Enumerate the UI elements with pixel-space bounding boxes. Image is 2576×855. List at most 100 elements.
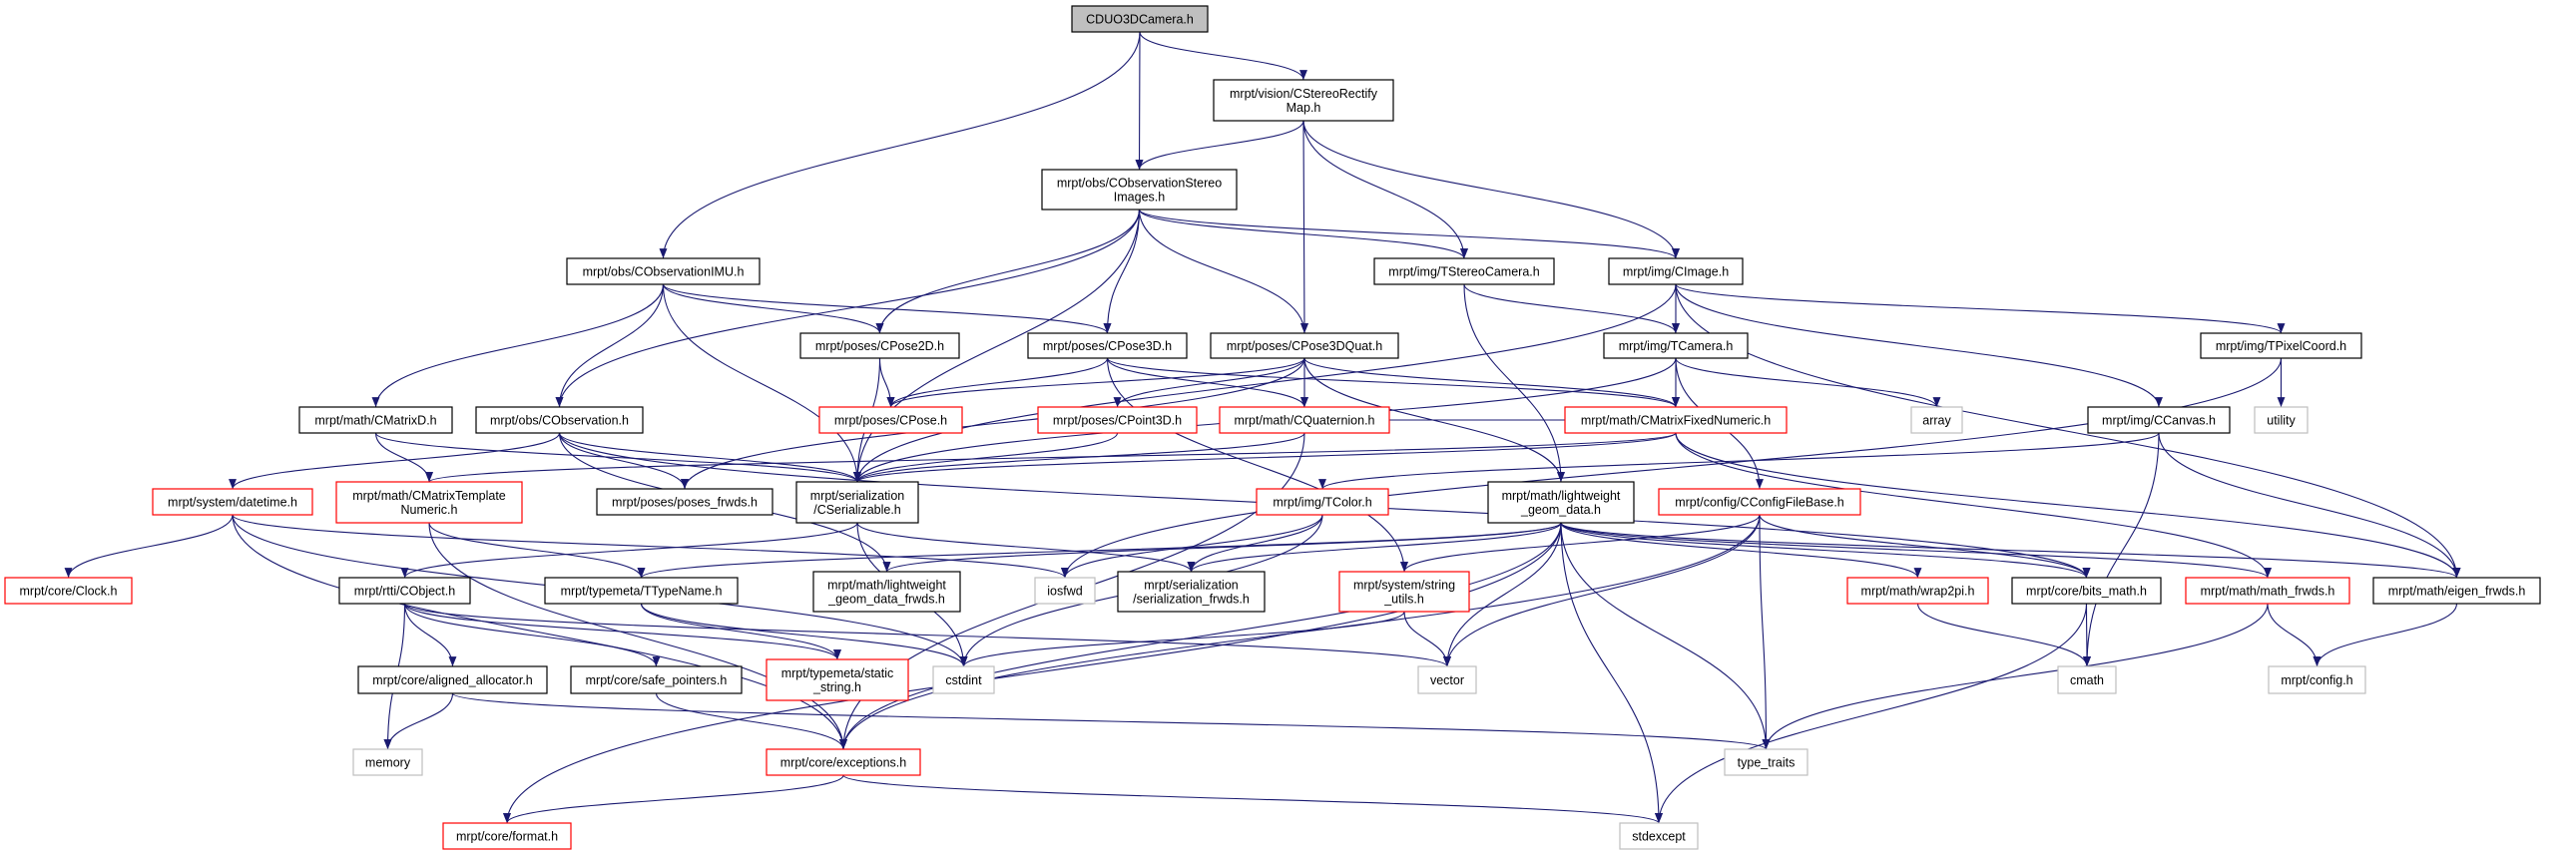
node-posesFrwds[interactable]: mrpt/poses/poses_frwds.h <box>596 488 773 516</box>
node-tStereoCam[interactable]: mrpt/img/TStereoCamera.h <box>1373 257 1555 285</box>
node-label: mrpt/math/wrap2pi.h <box>1861 585 1975 599</box>
node-utility[interactable]: utility <box>2254 406 2309 434</box>
node-cmath[interactable]: cmath <box>2057 665 2117 694</box>
edge-cPose3D-to-cPose <box>886 357 1109 408</box>
node-label: mrpt/obs/CObservationStereo <box>1057 177 1222 191</box>
edge-obsStereo-to-cPose3DQuat <box>1138 209 1308 334</box>
edge-exceptions-to-format <box>503 774 844 824</box>
nodes-layer: CDUO3DCamera.h mrpt/vision/CStereoRectify… <box>4 5 2541 850</box>
node-cMatrixD[interactable]: mrpt/math/CMatrixD.h <box>298 406 453 434</box>
node-cPose[interactable]: mrpt/poses/CPose.h <box>818 406 963 434</box>
edge-obsStereo-to-cObservation <box>555 209 1141 408</box>
node-alignedAlloc[interactable]: mrpt/core/aligned_allocator.h <box>357 665 548 694</box>
node-label: Numeric.h <box>401 503 458 517</box>
node-mathFrwds[interactable]: mrpt/math/math_frwds.h <box>2185 577 2350 605</box>
edge-obsStereo-to-cPose2D <box>875 209 1141 334</box>
node-box <box>2268 665 2366 694</box>
node-cQuaternion[interactable]: mrpt/math/CQuaternion.h <box>1219 406 1390 434</box>
edge-tCamera-to-array <box>1675 357 1941 408</box>
node-tTypeName[interactable]: mrpt/typemeta/TTypeName.h <box>544 577 739 605</box>
node-exceptions[interactable]: mrpt/core/exceptions.h <box>766 748 921 776</box>
node-label: memory <box>365 756 411 770</box>
node-wrap2pi[interactable]: mrpt/math/wrap2pi.h <box>1846 577 1989 605</box>
edge-safePointers-to-exceptions <box>655 692 847 750</box>
edge-lwGeom-to-format <box>503 522 1562 824</box>
edge-cMatTemplate-to-exceptions <box>428 522 847 750</box>
node-vector[interactable]: vector <box>1417 665 1477 694</box>
node-cObservation[interactable]: mrpt/obs/CObservation.h <box>475 406 644 434</box>
node-typeTraits[interactable]: type_traits <box>1724 748 1808 776</box>
node-cstdint[interactable]: cstdint <box>932 665 995 694</box>
edge-cPose3DQuat-to-cMatFixed <box>1303 357 1680 408</box>
edge-cPose2D-to-cPose <box>878 357 895 408</box>
node-cObject[interactable]: mrpt/rtti/CObject.h <box>338 577 471 605</box>
node-staticString[interactable]: mrpt/typemeta/static_string.h <box>766 658 909 701</box>
node-cPoint3D[interactable]: mrpt/poses/CPoint3D.h <box>1037 406 1198 434</box>
node-lwGeom[interactable]: mrpt/math/lightweight_geom_data.h <box>1487 481 1635 524</box>
node-tPixelCoord[interactable]: mrpt/img/TPixelCoord.h <box>2200 332 2362 359</box>
node-serFrwds[interactable]: mrpt/serialization/serialization_frwds.h <box>1117 571 1266 613</box>
node-box <box>1910 406 1963 434</box>
edge-tStereoCam-to-lwGeom <box>1463 283 1565 483</box>
node-obsIMU[interactable]: mrpt/obs/CObservationIMU.h <box>566 257 761 285</box>
node-label: /serialization_frwds.h <box>1133 593 1250 607</box>
edge-cObject-to-safePointers <box>403 603 661 667</box>
node-bitsMath[interactable]: mrpt/core/bits_math.h <box>2011 577 2162 605</box>
node-box <box>2011 577 2162 605</box>
node-label: cmath <box>2070 673 2104 687</box>
node-label: mrpt/img/TStereoCamera.h <box>1388 265 1539 279</box>
edge-lwGeom-to-bitsMath <box>1560 522 2091 579</box>
node-array[interactable]: array <box>1910 406 1963 434</box>
edge-cCanvas-to-eigenFrwds <box>2158 432 2461 579</box>
node-cMatFixed[interactable]: mrpt/math/CMatrixFixedNumeric.h <box>1564 406 1788 434</box>
edge-cPoint3D-to-cSerializable <box>853 432 1119 483</box>
node-box <box>1564 406 1788 434</box>
edge-cMatTemplate-to-tTypeName <box>428 522 646 579</box>
node-box <box>799 332 960 359</box>
node-stdexcept[interactable]: stdexcept <box>1619 822 1699 850</box>
node-label: mrpt/poses/CPose2D.h <box>815 339 944 353</box>
node-cCanvas[interactable]: mrpt/img/CCanvas.h <box>2087 406 2231 434</box>
edge-tPixelCoord-to-iosfwd <box>1061 357 2283 579</box>
edge-bitsMath-to-cmath <box>2083 603 2091 667</box>
edge-cPose3DQuat-to-posesFrwds <box>681 357 1305 490</box>
node-label: _geom_data_frwds.h <box>827 593 945 607</box>
node-stringUtils[interactable]: mrpt/system/string_utils.h <box>1338 571 1470 613</box>
node-datetime[interactable]: mrpt/system/datetime.h <box>152 488 313 516</box>
node-label: mrpt/math/lightweight <box>1502 489 1621 503</box>
edge-lwGeom-to-exceptions <box>839 522 1562 750</box>
node-label: mrpt/img/TColor.h <box>1273 496 1371 510</box>
node-tColor[interactable]: mrpt/img/TColor.h <box>1256 488 1389 516</box>
node-box <box>442 822 572 850</box>
edge-obsIMU-to-cPose2D <box>662 283 884 334</box>
node-iosfwd[interactable]: iosfwd <box>1034 577 1096 605</box>
node-eigenFrwds[interactable]: mrpt/math/eigen_frwds.h <box>2372 577 2541 605</box>
node-box <box>1037 406 1198 434</box>
node-box <box>352 748 423 776</box>
node-label: mrpt/math/CMatrixTemplate <box>352 489 506 503</box>
node-label: mrpt/serialization <box>810 489 905 503</box>
node-cSerializable[interactable]: mrpt/serialization/CSerializable.h <box>795 481 919 524</box>
node-safePointers[interactable]: mrpt/core/safe_pointers.h <box>570 665 743 694</box>
node-memory[interactable]: memory <box>352 748 423 776</box>
node-cPose3D[interactable]: mrpt/poses/CPose3D.h <box>1027 332 1188 359</box>
node-format[interactable]: mrpt/core/format.h <box>442 822 572 850</box>
node-cPose3DQuat[interactable]: mrpt/poses/CPose3DQuat.h <box>1210 332 1399 359</box>
node-clock[interactable]: mrpt/core/Clock.h <box>4 577 133 605</box>
node-box <box>1213 79 1394 122</box>
node-cPose2D[interactable]: mrpt/poses/CPose2D.h <box>799 332 960 359</box>
edge-lwGeom-to-typeTraits <box>1560 522 1771 750</box>
node-cConfigFileBase[interactable]: mrpt/config/CConfigFileBase.h <box>1658 488 1861 516</box>
node-cImage[interactable]: mrpt/img/CImage.h <box>1608 257 1744 285</box>
node-label: mrpt/img/CImage.h <box>1623 265 1729 279</box>
edge-obsIMU-to-cObservation <box>555 283 665 408</box>
node-root[interactable]: CDUO3DCamera.h <box>1071 5 1209 33</box>
node-tCamera[interactable]: mrpt/img/TCamera.h <box>1603 332 1749 359</box>
node-lwGeomFrwds[interactable]: mrpt/math/lightweight_geom_data_frwds.h <box>812 571 961 613</box>
node-configH[interactable]: mrpt/config.h <box>2268 665 2366 694</box>
edge-lwGeom-to-tTypeName <box>637 522 1562 579</box>
